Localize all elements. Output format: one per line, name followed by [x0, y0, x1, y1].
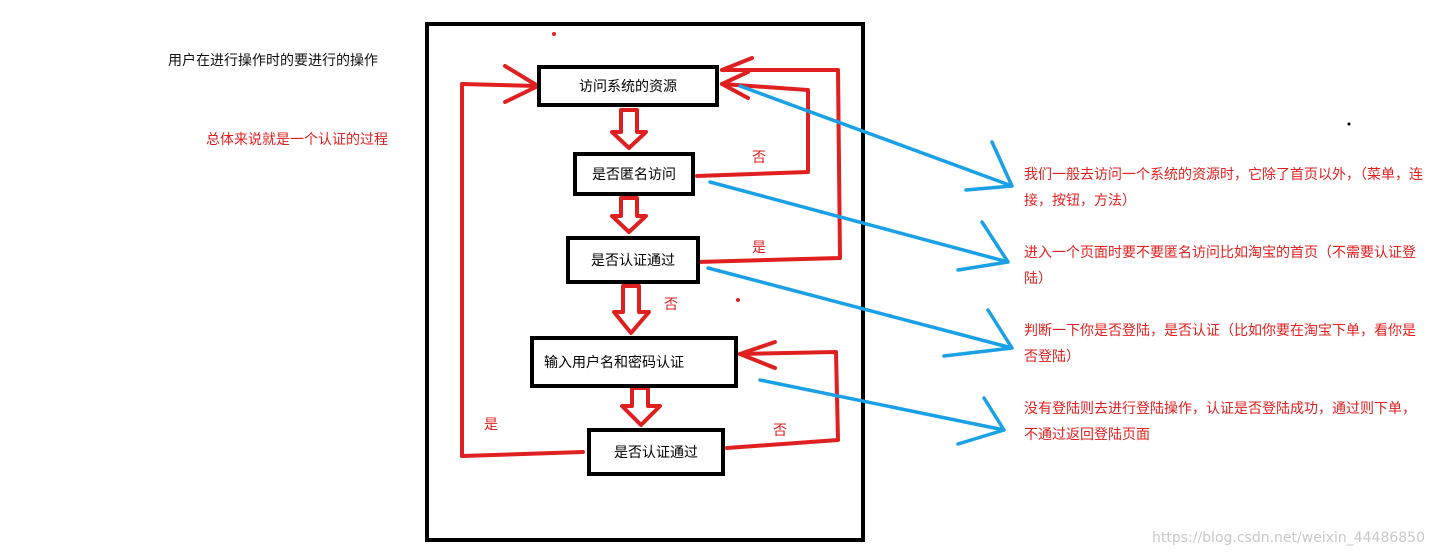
watermark: https://blog.csdn.net/weixin_44486850	[1151, 530, 1425, 546]
outer-frame	[425, 22, 865, 542]
note-access: 我们一般去访问一个系统的资源时，它除了首页以外，（菜单，连接，按钮，方法）	[1024, 167, 1423, 209]
dot	[736, 298, 740, 302]
note-login: 没有登陆则去进行登陆操作，认证是否登陆成功，通过则下单，不通过返回登陆页面	[1024, 401, 1416, 443]
node-access: 访问系统的资源	[537, 65, 719, 107]
dot	[1347, 122, 1351, 126]
down-arrow-1	[610, 108, 648, 150]
note-auth: 判断一下你是否登陆，是否认证（比如你要在淘宝下单，看你是否登陆）	[1024, 323, 1416, 365]
edge-label-auth2-yes: 是	[484, 417, 498, 433]
node-anonymous: 是否匿名访问	[573, 152, 695, 196]
dot	[552, 32, 556, 36]
loop-anonymous-no	[695, 82, 810, 178]
diagram-summary: 总体来说就是一个认证的过程	[206, 132, 388, 148]
pointer-3	[706, 266, 1014, 358]
loop-auth2-yes	[460, 82, 585, 458]
node-auth2: 是否认证通过	[587, 428, 725, 476]
loop-auth1-yes	[695, 68, 842, 264]
down-arrow-2	[610, 196, 648, 234]
edge-label-auth1-yes: 是	[752, 240, 766, 256]
down-arrow-3	[612, 284, 651, 335]
pointer-4	[758, 378, 1006, 446]
note-anonymous: 进入一个页面时要不要匿名访问比如淘宝的首页（不需要认证登陆）	[1024, 245, 1416, 287]
pointer-1	[738, 84, 1014, 192]
pointer-2	[708, 180, 1010, 272]
edge-label-anonymous-no: 否	[752, 150, 766, 166]
down-arrow-4	[620, 386, 662, 427]
pointer-arrows	[706, 84, 1014, 446]
node-auth1: 是否认证通过	[566, 236, 700, 284]
down-arrows	[610, 108, 662, 427]
node-login: 输入用户名和密码认证	[530, 336, 738, 388]
edge-label-auth2-no: 否	[773, 423, 787, 439]
edge-label-auth1-no: 否	[664, 297, 678, 313]
diagram-title: 用户在进行操作时的要进行的操作	[168, 53, 378, 69]
loop-lines	[460, 56, 842, 458]
